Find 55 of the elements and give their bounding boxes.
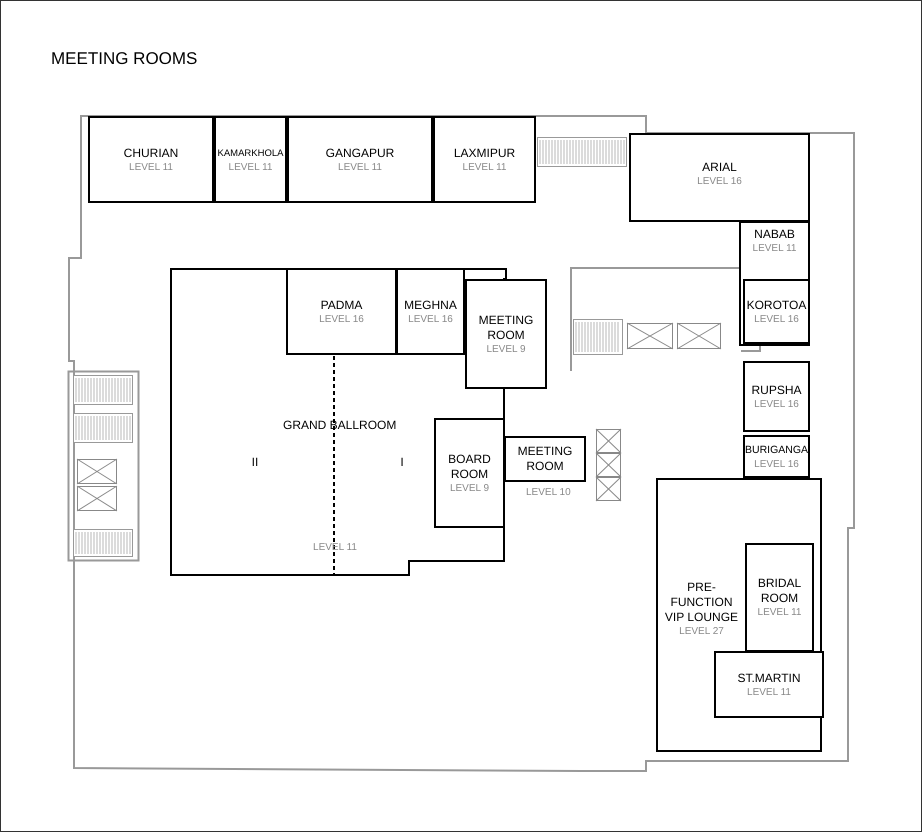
room-name: RUPSHA (751, 382, 802, 398)
room-box (88, 116, 214, 203)
room-name: BRIDAL ROOM (756, 576, 802, 606)
level-label: LEVEL 11 (338, 160, 382, 174)
room-name: KAMARKHOLA (218, 146, 284, 160)
room-box (656, 478, 822, 752)
level-label: LEVEL 11 (462, 160, 506, 174)
room-name: GRAND BALLROOM (283, 418, 396, 433)
room-name: BOARD ROOM (447, 452, 492, 482)
room-name: MEGHNA (404, 298, 457, 312)
room-name: PRE-FUNCTION VIP LOUNGE (664, 580, 740, 625)
room-name: CHURIAN (124, 146, 178, 160)
room-box (743, 435, 810, 478)
room-name: KOROTOA (746, 298, 806, 312)
level-label: LEVEL 10 (526, 486, 571, 499)
level-label: LEVEL 11 (758, 606, 802, 619)
room-name: ST.MARTIN (737, 670, 801, 686)
level-label: LEVEL 11 (228, 160, 272, 174)
room-box (465, 279, 547, 389)
level-label: LEVEL 11 (312, 541, 358, 554)
room-box (434, 418, 505, 528)
room-box (743, 361, 810, 432)
room-box (743, 279, 810, 344)
room-name: MEETING ROOM (478, 312, 534, 342)
level-label: LEVEL 16 (754, 458, 799, 470)
room-name: NABAB (754, 227, 795, 242)
level-label: LEVEL 16 (754, 398, 799, 410)
room-box (396, 268, 465, 355)
level-label: LEVEL 16 (319, 312, 364, 326)
room-name: LAXMIPUR (454, 146, 516, 160)
room-box (739, 221, 810, 346)
level-label: LEVEL 16 (754, 312, 799, 326)
room-name: GANGAPUR (326, 146, 394, 160)
room-box (714, 651, 824, 718)
room-box (287, 116, 433, 203)
section-label: II (250, 455, 260, 470)
level-label: LEVEL 9 (486, 342, 526, 356)
room-name: PADMA (320, 298, 362, 312)
room-box (214, 116, 287, 203)
room-box (286, 268, 397, 355)
level-label: LEVEL 27 (679, 625, 724, 638)
level-label: LEVEL 11 (752, 242, 796, 255)
level-label: LEVEL 11 (129, 160, 173, 174)
room-name: MEETING ROOM (516, 444, 574, 474)
level-label: LEVEL 16 (408, 312, 453, 326)
room-box (745, 543, 814, 652)
level-label: LEVEL 16 (697, 174, 742, 188)
room-name: BURIGANGA (745, 442, 808, 458)
room-name: ARIAL (702, 160, 737, 174)
level-label: LEVEL 11 (747, 686, 791, 698)
room-box (433, 116, 536, 203)
section-label: I (399, 455, 405, 470)
room-box (629, 133, 810, 222)
level-label: LEVEL 9 (450, 482, 490, 494)
title: MEETING ROOMS (51, 49, 198, 69)
